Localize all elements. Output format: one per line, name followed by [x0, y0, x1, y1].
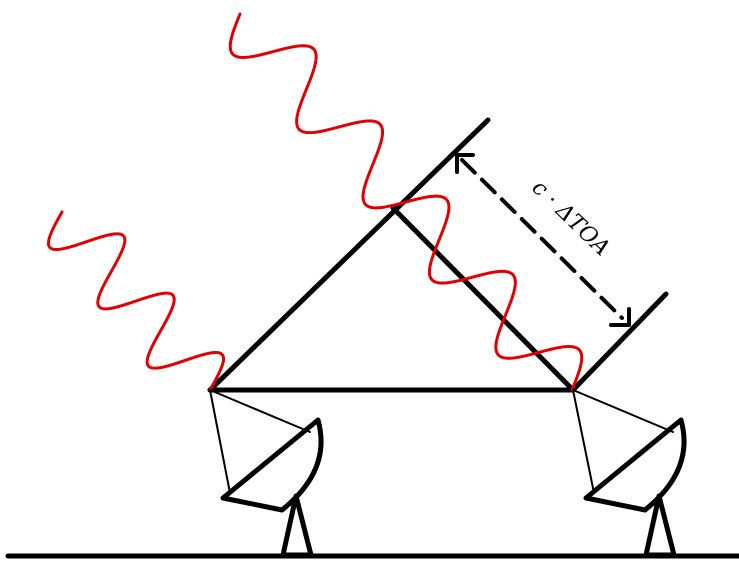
incoming-wave-main	[230, 14, 582, 390]
feed-strut	[210, 390, 230, 493]
dish-reflector	[223, 420, 321, 510]
telescope-right	[573, 390, 684, 555]
wavefront-left	[210, 120, 488, 390]
dish-reflector	[586, 420, 684, 510]
feed-strut	[210, 390, 310, 432]
telescope-left	[210, 390, 321, 555]
feed-strut	[573, 390, 594, 493]
path-difference-segment	[393, 208, 573, 390]
delta-toa-label: c · ΔTOA	[527, 175, 615, 261]
incoming-wave-left	[48, 212, 223, 390]
wavefront-right	[573, 294, 666, 390]
feed-strut	[573, 390, 673, 432]
